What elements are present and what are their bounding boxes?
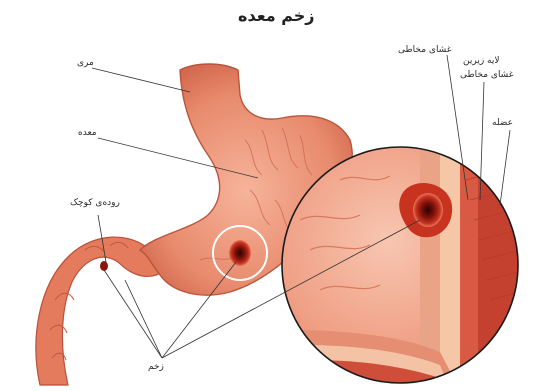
label-ulcer: زخم <box>148 362 164 372</box>
label-submucosa-line1: لایه زیرین <box>463 56 500 66</box>
stomach-ulcer <box>229 240 251 266</box>
small-intestine-shape <box>36 237 165 385</box>
label-submucosa-line2: غشای مخاطی <box>460 70 513 80</box>
label-stomach: معده <box>78 128 97 138</box>
label-esophagus: مری <box>77 58 94 68</box>
label-mucosa: غشای مخاطی <box>398 45 451 55</box>
intestine-ulcer <box>100 261 108 271</box>
diagram-title: زخم معده <box>238 6 314 25</box>
label-muscle: عضله <box>492 118 513 128</box>
label-small-intestine: روده‌ی کوچک <box>70 198 120 208</box>
